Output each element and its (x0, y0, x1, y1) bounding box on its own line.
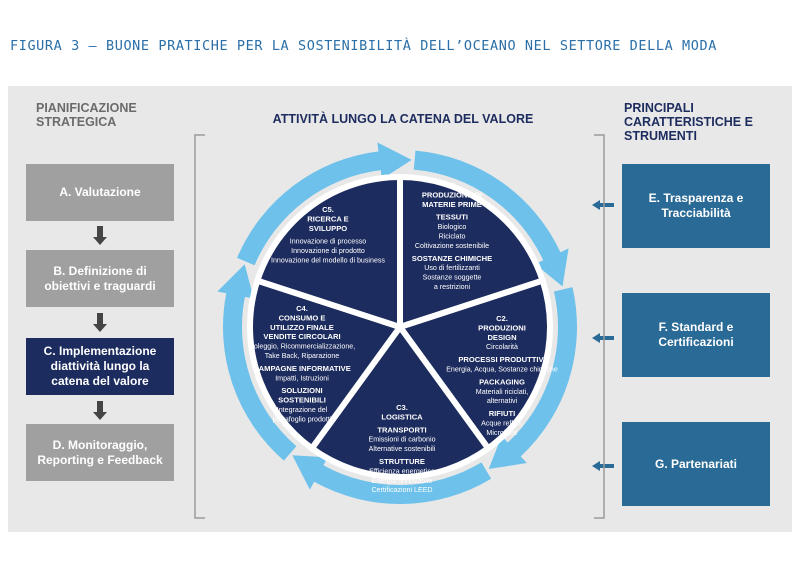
segment-line: Emissioni di carbonio (368, 436, 435, 444)
left-arrow-icon (592, 200, 614, 210)
segment-line: STRUTTURE (379, 457, 425, 466)
segment-line: PROCESSI PRODUTTIVI (458, 355, 545, 364)
segment-line: Innovazione di processo (290, 238, 367, 246)
figure-title: FIGURA 3 – BUONE PRATICHE PER LA SOSTENI… (10, 38, 717, 54)
right-column-heading: PRINCIPALI CARATTERISTICHE E STRUMENTI (624, 101, 753, 143)
segment-line: SOSTANZE CHIMICHE (412, 254, 492, 263)
segment-line: Impatti, Istruzioni (275, 374, 329, 382)
segment-line: SOSTENIBILI (278, 396, 326, 405)
segment-line: C2. (496, 314, 508, 323)
segment-line: CONSUMO E (279, 313, 326, 322)
segment-line: Innovazione di prodotto (291, 247, 365, 255)
segment-line: UTILIZZO FINALE (270, 323, 334, 332)
segment-line: Energia, Acqua, Sostanze chimiche (446, 366, 558, 374)
segment-line: Take Back, Riparazione (265, 352, 340, 360)
segment-line: Integrazione del (277, 406, 328, 414)
segment-line: VENDITE CIRCOLARI (263, 332, 340, 341)
step-c-implementazione: C. Implementazione diattività lungo la c… (26, 338, 174, 395)
segment-line: RIFIUTI (489, 409, 516, 418)
step-a-valutazione: A. Valutazione (26, 164, 174, 221)
segment-line: DESIGN (487, 333, 516, 342)
down-arrow-icon (93, 313, 107, 333)
segment-line: Biologico (438, 223, 467, 231)
segment-line: Microfibre (486, 429, 517, 437)
segment-line: Efficienza energetica (369, 467, 435, 475)
segment-line: a restrizioni (434, 283, 471, 291)
wheel-segment-c4 (247, 277, 403, 452)
cycle-arrow (292, 455, 492, 504)
cycle-arrow-ring (217, 142, 578, 504)
cycle-arrow (237, 142, 412, 266)
segment-line: C1. (446, 181, 458, 190)
segment-line: PACKAGING (479, 377, 525, 386)
segment-line: TRANSPORTI (377, 425, 426, 434)
segment-line: PRODUZIONI (478, 323, 526, 332)
segment-line: CAMPAGNE INFORMATIVE (253, 364, 351, 373)
segment-line: Riciclato (439, 233, 466, 241)
segment-line: Alternative sostenibili (369, 445, 436, 453)
segment-line: Materiali riciclati, (476, 388, 528, 396)
segment-line: Certificazioni LEED (371, 486, 432, 494)
cycle-arrow (217, 264, 297, 461)
wheel-segments (247, 174, 553, 480)
right-bracket (594, 134, 605, 519)
segment-line: SVILUPPO (309, 224, 347, 233)
left-bracket (194, 134, 205, 519)
wheel-segment-c3 (308, 324, 492, 480)
segment-line: Uso di fertilizzanti (424, 264, 480, 272)
segment-line: Coltivazione sostenibile (415, 242, 489, 250)
segment-line: MATERIE PRIME (422, 200, 482, 209)
down-arrow-icon (93, 226, 107, 246)
segment-line: Sostanze soggette (423, 274, 482, 282)
step-d-monitoraggio: D. Monitoraggio, Reporting e Feedback (26, 424, 174, 481)
segment-line: Acque reflue, (481, 420, 523, 428)
segment-line: C3. (396, 403, 408, 412)
segment-line: LOGISTICA (381, 412, 423, 421)
segment-line: alternativi (487, 397, 518, 405)
wheel-segment-c5 (254, 174, 403, 330)
segment-line: PRODUZIONE DI (422, 190, 482, 199)
segment-line: C4. (296, 304, 308, 313)
segment-text-c3: C3.LOGISTICA TRANSPORTI Emissioni di carbo… (368, 403, 435, 494)
tool-f-standard: F. Standard e Certificazioni (622, 293, 770, 377)
segment-line: SOLUZIONI (281, 386, 322, 395)
cycle-arrow (488, 287, 578, 470)
down-arrow-icon (93, 401, 107, 421)
left-arrow-icon (592, 333, 614, 343)
wheel-segment-c2 (397, 277, 553, 452)
segment-line: C5. (322, 205, 334, 214)
segment-line: portafoglio prodotti (273, 415, 332, 423)
left-column-heading: PIANIFICAZIONE STRATEGICA (36, 101, 137, 129)
tool-g-partenariati: G. Partenariati (622, 422, 770, 506)
segment-line: Energia rinnovabile (372, 477, 433, 485)
segment-line: TESSUTI (436, 213, 468, 222)
segment-line: Noleggio, Ricommercializzazione, (249, 343, 355, 351)
cycle-arrow (413, 150, 569, 287)
segment-line: RICERCA E (307, 214, 349, 223)
tool-e-trasparenza: E. Trasparenza e Tracciabilità (622, 164, 770, 248)
left-arrow-icon (592, 461, 614, 471)
center-column-heading: ATTIVITÀ LUNGO LA CATENA DEL VALORE (272, 112, 534, 126)
segment-line: Circolarità (486, 343, 518, 351)
segment-line: Innovazione del modello di business (271, 257, 385, 265)
step-b-definizione-obiettivi: B. Definizione di obiettivi e traguardi (26, 250, 174, 307)
